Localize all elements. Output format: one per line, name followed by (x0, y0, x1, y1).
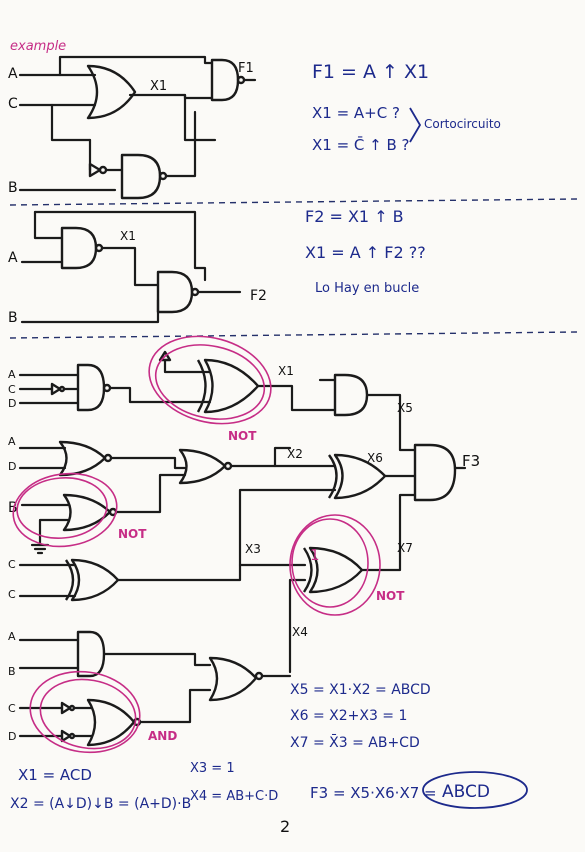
section-1-circuit: A C B X1 F1 (8, 55, 257, 200)
s2-x1-label: X1 (120, 229, 136, 243)
s3-g2-input-a: A (8, 435, 16, 448)
s3-input-b: B (8, 500, 18, 516)
s3-and-2 (76, 630, 106, 678)
s3-eq-x2: X2 = (A↓D)↓B = (A+D)·B (10, 796, 191, 812)
s3-x1-label: X1 (278, 364, 294, 378)
s2-eq-x1: X1 = A ↑ F2 ?? (305, 243, 426, 262)
s3-g4-input-c2: C (8, 588, 16, 601)
s2-note: Lo Hay en bucle (315, 281, 419, 296)
s3-x6-label: X6 (367, 451, 383, 465)
s3-nor-3 (62, 493, 112, 532)
s3-g5-input-c: C (8, 702, 16, 715)
s3-g5-input-d: D (8, 730, 16, 743)
s3-g4-input-c1: C (8, 558, 16, 571)
s1-eq-x1b: X1 = C̄ ↑ B ? (312, 135, 410, 154)
section-3-circuit: A C D A D B (8, 335, 480, 754)
s1-input-c: C (8, 96, 18, 112)
s2-input-a: A (8, 250, 18, 266)
s3-nor-1 (58, 440, 107, 477)
s3-g2-input-d: D (8, 460, 16, 473)
s1-input-b: B (8, 180, 18, 196)
s1-not-gate (88, 162, 102, 178)
s1-or-gate (86, 64, 137, 120)
s3-eq-x4: X4 = AB+C·D (190, 789, 278, 804)
s3-nor-5 (86, 698, 136, 747)
s1-eq-x1a: X1 = A+C ? (312, 104, 400, 122)
s3-x7-label: X7 (397, 541, 413, 555)
s3-nor-4 (308, 546, 364, 594)
s3-xor-1 (203, 358, 260, 414)
s2-eq-f2: F2 = X1 ↑ B (305, 207, 404, 226)
s3-and-final (413, 443, 457, 502)
s3-g1-input-c: C (8, 383, 16, 396)
s3-eq-x5: X5 = X1·X2 = ABCD (290, 682, 431, 698)
s3-x3-label: X3 (245, 542, 261, 556)
s3-not-annotation-3: NOT (376, 589, 405, 603)
s3-one-label: 1 (310, 546, 320, 564)
s3-x2-label: X2 (287, 447, 303, 461)
s3-nand-1 (76, 363, 106, 412)
s3-x4-label: X4 (292, 625, 308, 639)
s3-x5-label: X5 (397, 401, 413, 415)
page-number: 2 (280, 817, 290, 836)
s1-input-a: A (8, 66, 18, 82)
section-2-circuit: A B X1 F2 (8, 210, 267, 326)
s3-eq-f3: F3 = X5·X6·X7 = (310, 784, 437, 802)
s3-g5-input-b: B (8, 665, 16, 678)
s1-eq-f1: F1 = A ↑ X1 (312, 61, 429, 83)
s3-and-annotation: AND (148, 729, 177, 743)
s3-eq-result: ABCD (442, 782, 490, 802)
s3-nand-2 (208, 656, 258, 702)
s1-output-nand (210, 58, 240, 102)
s3-eq-x1: X1 = ACD (18, 766, 92, 784)
s1-f1-label: F1 (238, 61, 254, 76)
s3-g1-input-a: A (8, 368, 16, 381)
s2-input-b: B (8, 310, 18, 326)
s3-not-annotation-1: NOT (228, 429, 257, 443)
s3-eq-x6: X6 = X2+X3 = 1 (290, 708, 407, 724)
s3-f3-label: F3 (462, 452, 480, 470)
s2-nand-1 (60, 226, 98, 270)
s3-nor-2 (178, 448, 227, 485)
s3-g5-input-a: A (8, 630, 16, 643)
s1-x1-label: X1 (150, 79, 167, 94)
s1-note: Cortocircuito (424, 117, 501, 131)
header-note: example (10, 39, 66, 54)
s3-not-annotation-2: NOT (118, 527, 147, 541)
s3-eq-x3: X3 = 1 (190, 761, 235, 776)
s2-f2-label: F2 (250, 288, 267, 304)
s3-eq-x7: X7 = X̄3 = AB+CD (290, 733, 420, 751)
s3-xor-3 (333, 453, 387, 500)
s3-g1-input-d: D (8, 397, 16, 410)
s1-nand-gate (120, 153, 162, 200)
s3-and-1 (333, 373, 369, 417)
s2-nand-2 (156, 270, 194, 314)
s3-xor-2 (70, 558, 120, 602)
